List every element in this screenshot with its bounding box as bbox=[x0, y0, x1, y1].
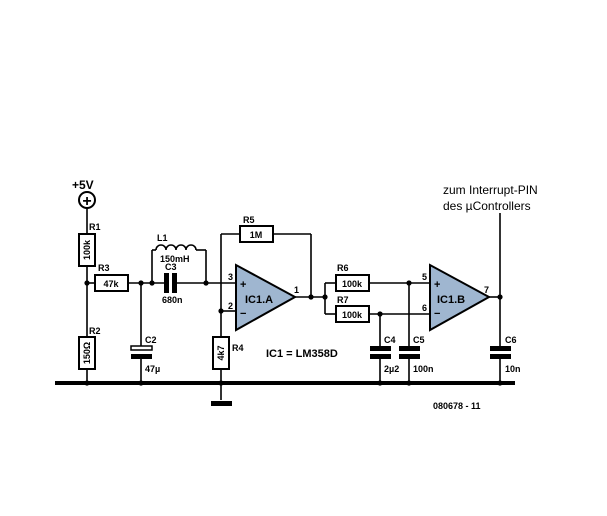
resistor-r2-ref: R2 bbox=[89, 326, 101, 336]
resistor-r3-ref: R3 bbox=[98, 263, 110, 273]
opamp-ic1b bbox=[429, 263, 492, 332]
resistor-r5-ref: R5 bbox=[243, 215, 255, 225]
capacitor-c2-ref: C2 bbox=[145, 335, 157, 345]
capacitor-c2-plate-bottom bbox=[131, 354, 152, 359]
opamp-ic1b-plus-sign: + bbox=[434, 279, 440, 291]
capacitor-c3-ref: C3 bbox=[165, 262, 177, 272]
supply-terminal-symbol: + bbox=[82, 193, 91, 210]
opamp-ic1a bbox=[235, 263, 298, 332]
opamp-ic1a-label: IC1.A bbox=[245, 294, 273, 306]
opamp-ic1a-plus-sign: + bbox=[240, 279, 246, 291]
resistor-r6-ref: R6 bbox=[337, 263, 349, 273]
junction-ic1a-out bbox=[308, 294, 314, 300]
capacitor-c4-value: 2µ2 bbox=[384, 364, 399, 374]
ic-note: IC1 = LM358D bbox=[266, 348, 338, 360]
capacitor-c6-ref: C6 bbox=[505, 335, 517, 345]
output-note-line1: zum Interrupt-PIN bbox=[443, 183, 538, 197]
opamp-ic1a-pin-out: 1 bbox=[294, 285, 299, 295]
opamp-ic1b-pin-out: 7 bbox=[484, 285, 489, 295]
opamp-ic1a-pin-plus: 3 bbox=[228, 272, 233, 282]
capacitor-c4-plate-bottom bbox=[370, 354, 391, 359]
capacitor-c5-plate-top bbox=[399, 346, 420, 351]
inductor-l1-coil bbox=[155, 244, 197, 251]
junction-ground-c4 bbox=[377, 380, 383, 386]
junction-ground-c5 bbox=[406, 380, 412, 386]
resistor-r1-value: 100k bbox=[82, 239, 92, 260]
output-note-line2: des µControllers bbox=[443, 199, 531, 213]
capacitor-c6-value: 10n bbox=[505, 364, 521, 374]
capacitor-c6-plate-top bbox=[490, 346, 511, 351]
opamp-ic1b-label: IC1.B bbox=[437, 294, 465, 306]
junction-ground-r2 bbox=[84, 380, 90, 386]
capacitor-c4-ref: C4 bbox=[384, 335, 396, 345]
capacitor-c5-ref: C5 bbox=[413, 335, 425, 345]
inductor-l1-ref: L1 bbox=[157, 233, 168, 243]
capacitor-c6-plate-bottom bbox=[490, 354, 511, 359]
inductor-l1-value: 150mH bbox=[160, 254, 190, 264]
capacitor-c3-plate-right bbox=[172, 273, 177, 293]
resistor-r3-value: 47k bbox=[103, 279, 119, 289]
opamp-ic1b-minus-sign: − bbox=[434, 308, 440, 320]
junction-l1-left bbox=[149, 280, 155, 286]
supply-label: +5V bbox=[72, 178, 94, 192]
capacitor-c2-plate-top bbox=[130, 345, 153, 351]
capacitor-c2-value: 47µ bbox=[145, 364, 160, 374]
resistor-r7-value: 100k bbox=[342, 310, 363, 320]
resistor-r5-value: 1M bbox=[250, 230, 263, 240]
capacitor-c3-plate-left bbox=[164, 273, 169, 293]
resistor-r2-value: 150Ω bbox=[82, 342, 92, 364]
capacitor-c3-value: 680n bbox=[162, 295, 183, 305]
resistor-r4-value: 4k7 bbox=[216, 345, 226, 360]
opamp-ic1a-minus-sign: − bbox=[240, 308, 246, 320]
junction-ground-c2 bbox=[138, 380, 144, 386]
opamp-ic1b-pin-minus: 6 bbox=[422, 303, 427, 313]
figure-code: 080678 - 11 bbox=[433, 401, 481, 411]
resistor-r4-ref: R4 bbox=[232, 343, 244, 353]
junction-ground-r4 bbox=[218, 380, 224, 386]
capacitor-c5-value: 100n bbox=[413, 364, 434, 374]
opamp-ic1b-pin-plus: 5 bbox=[422, 272, 427, 282]
junction-l1-right bbox=[203, 280, 209, 286]
resistor-r1-ref: R1 bbox=[89, 222, 101, 232]
capacitor-c5-plate-bottom bbox=[399, 354, 420, 359]
opamp-ic1a-pin-minus: 2 bbox=[228, 301, 233, 311]
capacitor-c4-plate-top bbox=[370, 346, 391, 351]
resistor-r7-ref: R7 bbox=[337, 295, 349, 305]
resistor-r6-value: 100k bbox=[342, 279, 363, 289]
junction-ground-c6 bbox=[497, 380, 503, 386]
ground-symbol bbox=[211, 401, 232, 406]
